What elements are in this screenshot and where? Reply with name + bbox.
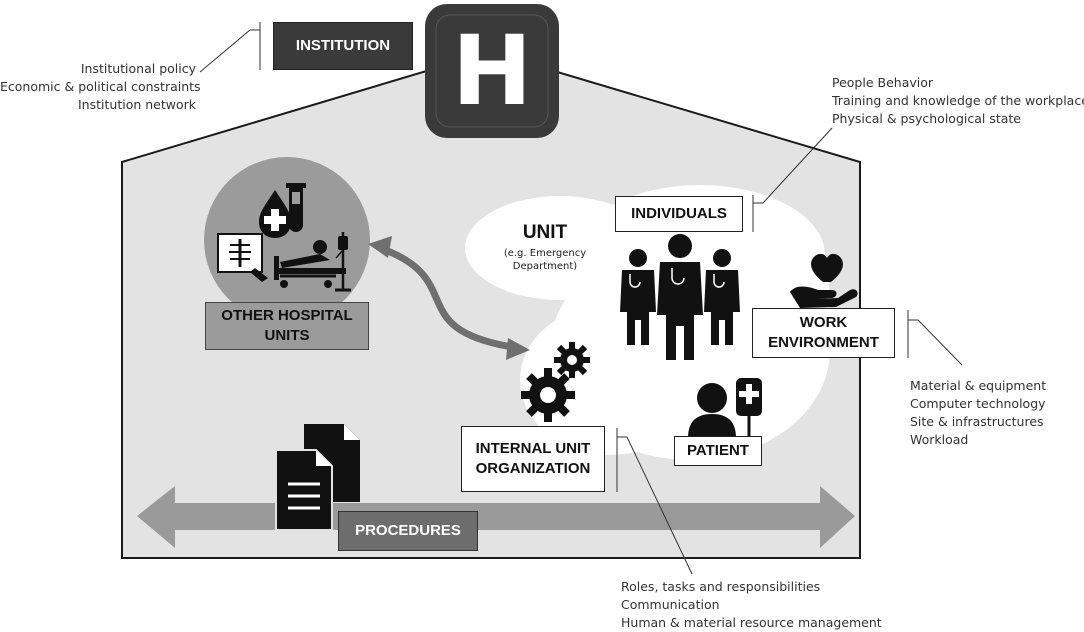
test-tube-icon — [286, 183, 306, 232]
other-units-line-1: OTHER HOSPITAL — [221, 307, 353, 324]
patient-icon — [688, 378, 762, 438]
other-hospital-units-label: OTHER HOSPITAL UNITS — [205, 302, 369, 350]
internal-org-line-1: INTERNAL UNIT — [475, 440, 591, 457]
iv-drip-icon — [335, 232, 351, 292]
other-units-line-2: UNITS — [264, 327, 310, 344]
institution-note-1: Institutional policy — [80, 61, 196, 76]
hospital-letter: H — [451, 15, 533, 127]
procedures-label-text: PROCEDURES — [355, 522, 461, 539]
internal-org-notes: Roles, tasks and responsibilities Commun… — [621, 578, 882, 632]
work-environment-label: WORK ENVIRONMENT — [752, 308, 895, 358]
work-env-note-4: Workload — [910, 432, 969, 447]
individuals-note-1: People Behavior — [832, 75, 934, 90]
individuals-note-3: Physical & psychological state — [832, 111, 1022, 126]
patient-label-text: PATIENT — [687, 442, 749, 459]
units-link-arrow-head-left — [368, 236, 392, 258]
individuals-label-text: INDIVIDUALS — [631, 205, 727, 222]
stethoscope-marks — [629, 268, 725, 288]
internal-unit-organization-label: INTERNAL UNIT ORGANIZATION — [461, 426, 605, 492]
procedures-arrow — [137, 486, 855, 548]
institution-label: INSTITUTION — [273, 22, 413, 70]
units-link-arrow-head-right — [506, 338, 530, 360]
patient-label: PATIENT — [674, 436, 762, 466]
procedures-label: PROCEDURES — [338, 511, 478, 551]
institution-label-text: INSTITUTION — [295, 37, 391, 54]
internal-org-note-3: Human & material resource management — [621, 615, 882, 630]
unit-title: UNIT — [522, 222, 568, 243]
internal-org-note-1: Roles, tasks and responsibilities — [621, 579, 821, 594]
documents-icon — [275, 424, 360, 531]
individuals-label: INDIVIDUALS — [615, 196, 743, 232]
gears-icon — [521, 342, 590, 422]
work-env-line-1: WORK — [799, 314, 848, 331]
individuals-notes: People Behavior Training and knowledge o… — [832, 74, 1084, 128]
work-env-note-2: Computer technology — [910, 396, 1046, 411]
leader-lines — [199, 22, 963, 575]
institution-notes: Institutional policy Economic & politica… — [0, 60, 201, 114]
heart-hand-icon — [790, 253, 858, 308]
institution-note-2: Economic & political constraints — [0, 79, 201, 94]
work-env-note-3: Site & infrastructures — [910, 414, 1044, 429]
work-environment-notes: Material & equipment Computer technology… — [910, 377, 1046, 449]
blood-drop-icon — [259, 190, 291, 238]
institution-note-3: Institution network — [78, 97, 196, 112]
work-env-line-2: ENVIRONMENT — [768, 334, 879, 351]
individuals-note-2: Training and knowledge of the workplace — [832, 93, 1084, 108]
unit-subtitle: (e.g. Emergency Department) — [497, 247, 593, 273]
internal-org-line-2: ORGANIZATION — [475, 460, 591, 477]
hospital-icon-inner — [435, 14, 549, 128]
doctor-icon — [620, 234, 740, 360]
work-env-note-1: Material & equipment — [910, 378, 1047, 393]
internal-org-note-2: Communication — [621, 597, 720, 612]
xray-icon — [217, 233, 268, 282]
unit-subtitle-line-2: Department) — [512, 261, 578, 272]
unit-subtitle-line-1: (e.g. Emergency — [503, 248, 587, 259]
units-link-arrow — [378, 244, 519, 352]
hospital-bed-icon — [274, 240, 346, 288]
